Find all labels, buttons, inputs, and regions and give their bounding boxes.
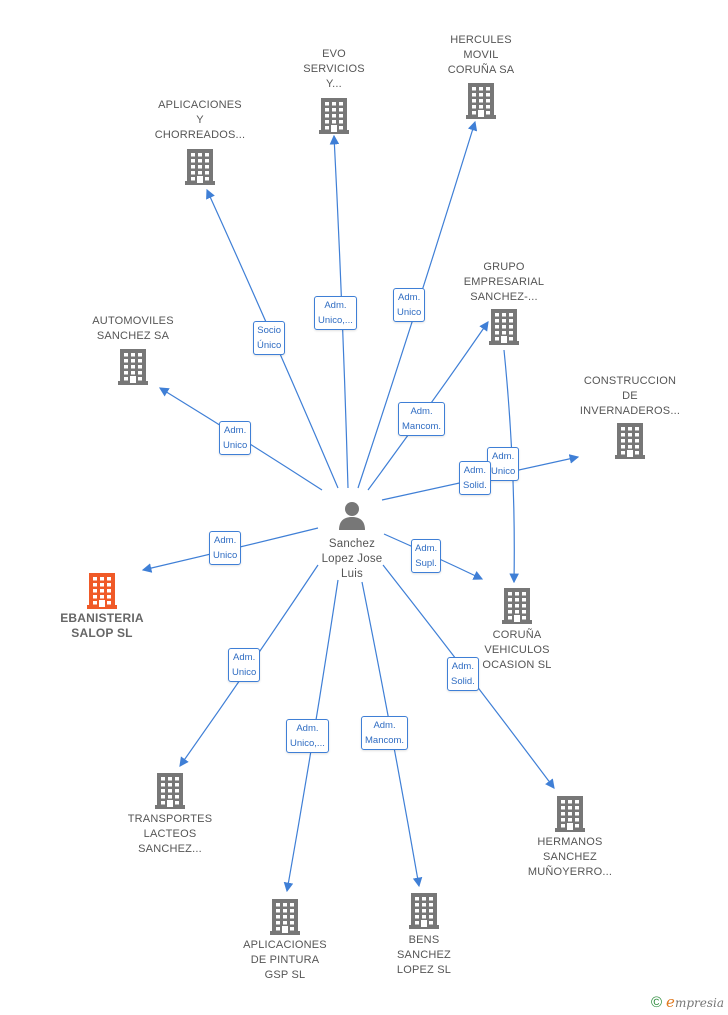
company-node-grupo[interactable] xyxy=(488,309,520,350)
company-label[interactable]: EVO SERVICIOS Y... xyxy=(303,48,365,90)
edge-label: Adm. Unico xyxy=(487,447,520,481)
building-icon xyxy=(118,349,148,385)
edge-label: Socio Único xyxy=(253,321,286,355)
company-node-hermanos[interactable] xyxy=(554,796,586,837)
company-label[interactable]: APLICACIONES DE PINTURA GSP SL xyxy=(243,939,327,981)
edge-label: Adm. Unico xyxy=(209,531,242,565)
building-icon xyxy=(489,309,519,345)
building-icon xyxy=(555,796,585,832)
edge-label: Adm. Unico,... xyxy=(286,719,329,753)
center-person-node[interactable] xyxy=(337,500,367,535)
company-label[interactable]: AUTOMOVILES SANCHEZ SA xyxy=(92,315,174,342)
edge-label: Adm. Unico,... xyxy=(314,296,357,330)
company-node-construccion[interactable] xyxy=(614,423,646,464)
edge-label: Adm. Unico xyxy=(228,648,261,682)
building-icon xyxy=(155,773,185,809)
building-icon xyxy=(466,83,496,119)
empresia-logo: empresia xyxy=(666,993,724,1011)
company-label[interactable]: EBANISTERIA SALOP SL xyxy=(60,611,144,640)
company-label[interactable]: CONSTRUCCION DE INVERNADEROS... xyxy=(579,375,681,417)
company-node-automoviles[interactable] xyxy=(117,349,149,390)
person-icon xyxy=(339,502,365,530)
company-node-evo[interactable] xyxy=(318,98,350,139)
company-node-coruna[interactable] xyxy=(501,588,533,629)
building-icon xyxy=(409,893,439,929)
company-label[interactable]: HERCULES MOVIL CORUÑA SA xyxy=(447,34,515,76)
building-icon xyxy=(319,98,349,134)
footer-brand: © empresia xyxy=(651,993,724,1011)
company-node-transportes[interactable] xyxy=(154,773,186,814)
company-node-aplicaciones_pintura[interactable] xyxy=(269,899,301,940)
edge-label: Adm. Mancom. xyxy=(361,716,409,750)
company-label[interactable]: CORUÑA VEHICULOS OCASION SL xyxy=(482,629,552,671)
edge-label: Adm. Solid. xyxy=(459,461,491,495)
company-label[interactable]: HERMANOS SANCHEZ MUÑOYERRO... xyxy=(527,836,613,878)
edge-label: Adm. Supl. xyxy=(411,539,442,573)
company-node-ebanisteria[interactable] xyxy=(86,573,118,614)
edge-label: Adm. Mancom. xyxy=(398,402,446,436)
building-icon xyxy=(270,899,300,935)
company-label[interactable]: APLICACIONES Y CHORREADOS... xyxy=(154,99,246,141)
company-label[interactable]: GRUPO EMPRESARIAL SANCHEZ-... xyxy=(463,261,545,303)
edge-label: Adm. Solid. xyxy=(447,657,479,691)
company-label[interactable]: TRANSPORTES LACTEOS SANCHEZ... xyxy=(127,813,213,855)
copyright-symbol: © xyxy=(650,993,663,1011)
building-icon xyxy=(87,573,117,609)
company-node-aplicaciones_chorreados[interactable] xyxy=(184,149,216,190)
person-name-label[interactable]: Sanchez Lopez Jose Luis xyxy=(321,538,383,580)
company-node-hercules[interactable] xyxy=(465,83,497,124)
building-icon xyxy=(502,588,532,624)
building-icon xyxy=(185,149,215,185)
building-icon xyxy=(615,423,645,459)
edge-label: Adm. Unico xyxy=(219,421,252,455)
company-node-bens[interactable] xyxy=(408,893,440,934)
edge-label: Adm. Unico xyxy=(393,288,426,322)
company-label[interactable]: BENS SANCHEZ LOPEZ SL xyxy=(396,934,452,976)
